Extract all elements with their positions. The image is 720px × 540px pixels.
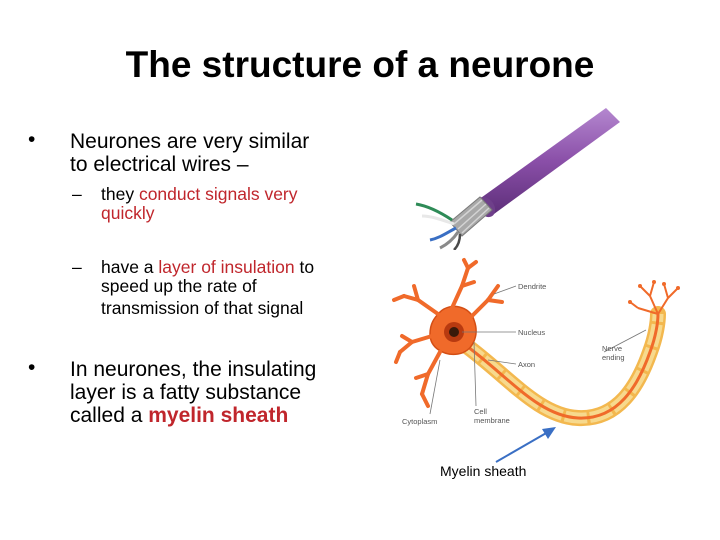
- bullet-2-line-3: called a myelin sheath: [70, 404, 288, 427]
- myelin-sheath-caption: Myelin sheath: [440, 463, 527, 479]
- axon-core: [463, 313, 660, 420]
- bullet-2-line-3-pre: called a: [70, 404, 149, 427]
- neuron-diagram: Dendrite Nucleus Axon Nerve ending Cytop…: [392, 258, 680, 427]
- sub-bullet-marker: –: [72, 257, 82, 277]
- sub-bullet-1-pre: they: [101, 184, 139, 204]
- arrow-shaft: [495, 431, 549, 463]
- sub-bullet-2-highlight: layer of insulation: [158, 257, 295, 277]
- label-nucleus: Nucleus: [518, 328, 545, 337]
- nerve-ending: [629, 281, 679, 315]
- cable-shield-texture: [453, 199, 490, 234]
- label-cytoplasm: Cytoplasm: [402, 417, 437, 426]
- label-ending: ending: [602, 353, 625, 362]
- sub-bullet-1-line-1: they conduct signals very: [101, 185, 298, 204]
- electrical-cable-image: [415, 108, 620, 250]
- bullet-2-line-2: layer is a fatty substance: [70, 381, 302, 404]
- dendrites: [392, 258, 504, 408]
- slide-title: The structure of a neurone: [125, 44, 595, 85]
- wire-grey: [439, 231, 460, 250]
- nucleolus: [449, 327, 459, 337]
- sub-bullet-2-post: to: [294, 257, 315, 277]
- arrow-head: [542, 427, 556, 439]
- sub-bullet-marker: –: [72, 184, 82, 204]
- label-nerve: Nerve: [602, 344, 622, 353]
- bullet-marker: •: [28, 356, 36, 379]
- label-axon: Axon: [518, 360, 535, 369]
- bullet-1-line-1: Neurones are very similar: [70, 130, 310, 153]
- arrow-icon: [495, 427, 556, 463]
- sub-bullet-2-line-2: speed up the rate of: [101, 276, 257, 296]
- wire-blue: [429, 226, 457, 242]
- bullet-2-line-1: In neurones, the insulating: [70, 358, 317, 381]
- label-cell: Cell: [474, 407, 487, 416]
- wire-green: [415, 202, 453, 222]
- sub-bullet-2-pre: have a: [101, 257, 159, 277]
- sub-bullet-1-highlight: conduct signals very: [138, 184, 298, 204]
- label-dendrite: Dendrite: [518, 282, 546, 291]
- myelin-sheath-highlight: myelin sheath: [148, 404, 289, 427]
- bullet-marker: •: [28, 128, 36, 151]
- bullet-1-line-2: to electrical wires –: [70, 153, 249, 176]
- label-membrane: membrane: [474, 416, 510, 425]
- label-leader-lines: [429, 285, 647, 415]
- sub-bullet-2-line-3: transmission of that signal: [101, 298, 304, 318]
- cable-jacket: [478, 108, 620, 214]
- sub-bullet-2-line-1: have a layer of insulation to: [101, 258, 314, 277]
- sub-bullet-1-line-2: quickly: [101, 203, 155, 223]
- wire-dark: [453, 233, 462, 250]
- wire-white: [421, 214, 455, 226]
